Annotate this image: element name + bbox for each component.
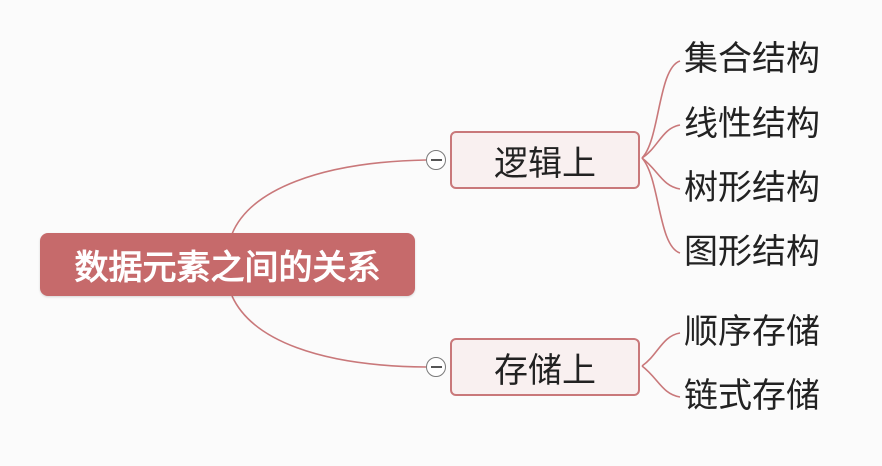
minus-circle-icon[interactable]	[426, 357, 446, 377]
leaf-topic[interactable]: 线性结构	[684, 104, 820, 144]
storage-to-leaf-2-connector	[641, 365, 681, 398]
leaf-topic[interactable]: 顺序存储	[684, 312, 820, 352]
branch-topic-storage[interactable]: 存储上	[450, 338, 640, 396]
logic-to-leaf-4-connector	[641, 157, 681, 254]
root-topic[interactable]: 数据元素之间的关系	[40, 233, 415, 296]
logic-to-leaf-1-connector	[641, 60, 681, 159]
logic-to-leaf-2-connector	[641, 124, 681, 159]
leaf-topic[interactable]: 链式存储	[684, 376, 820, 416]
root-to-logic-connector	[231, 159, 427, 235]
branch-topic-logic[interactable]: 逻辑上	[450, 131, 640, 189]
storage-to-leaf-1-connector	[641, 332, 681, 367]
minus-circle-icon[interactable]	[426, 150, 446, 170]
logic-to-leaf-3-connector	[641, 157, 681, 190]
leaf-topic[interactable]: 集合结构	[684, 39, 820, 79]
root-to-storage-connector	[231, 295, 427, 368]
leaf-topic[interactable]: 树形结构	[684, 168, 820, 208]
leaf-topic[interactable]: 图形结构	[684, 232, 820, 272]
